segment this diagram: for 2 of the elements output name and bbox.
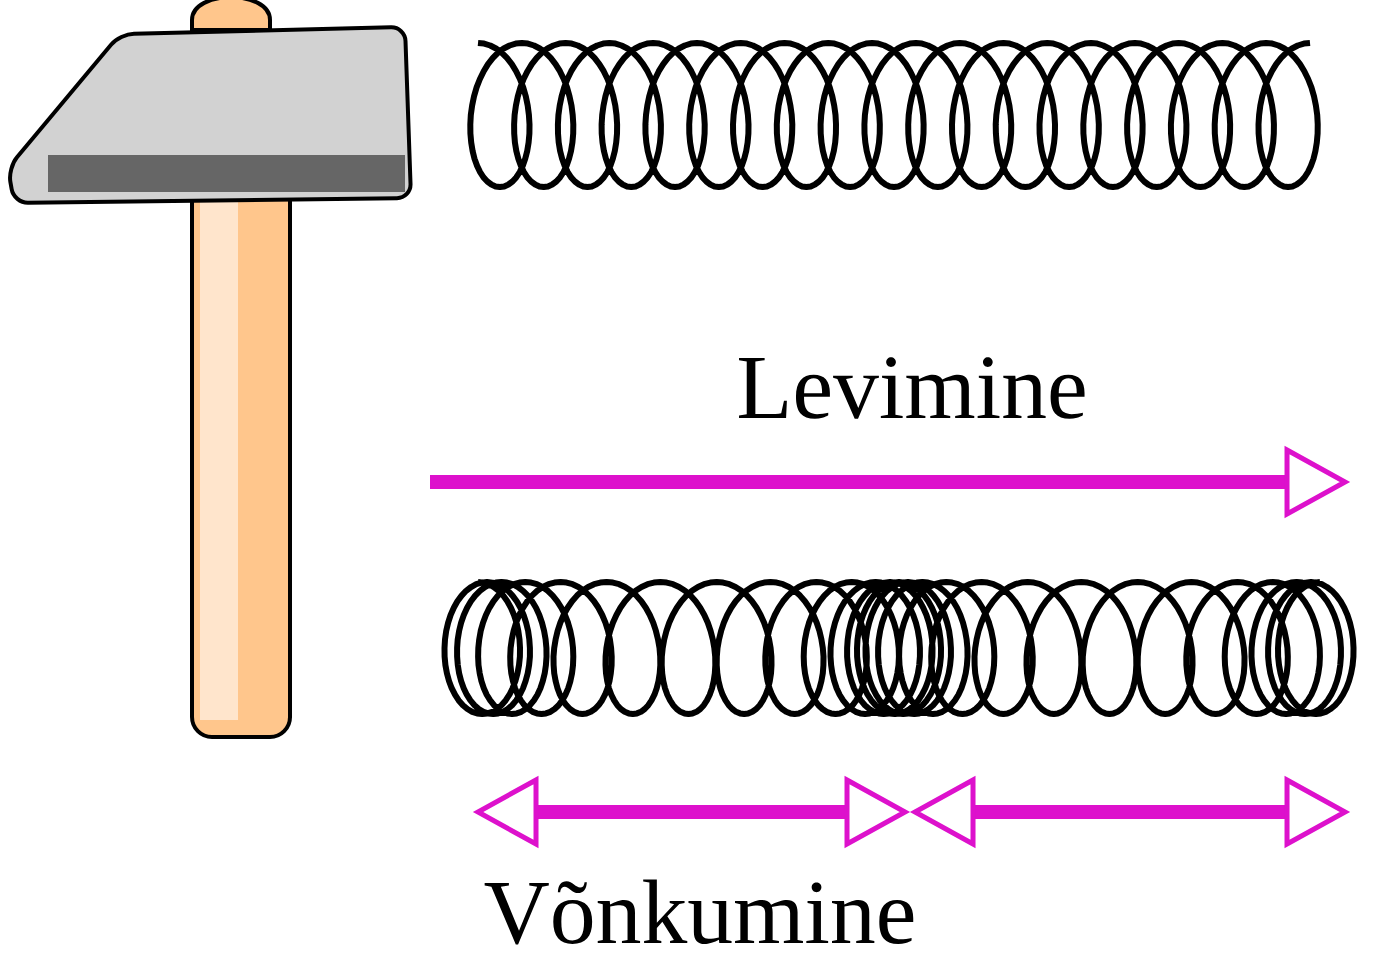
text-label: Võnkumine <box>484 879 914 945</box>
text-label: Levimine <box>739 357 1085 419</box>
